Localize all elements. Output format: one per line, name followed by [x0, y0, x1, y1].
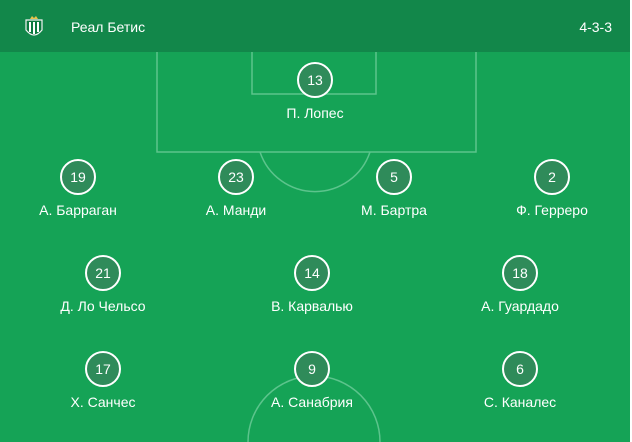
player-number: 9 [294, 351, 330, 387]
player-name: П. Лопес [286, 105, 344, 121]
player-number: 13 [297, 62, 333, 98]
player-number: 17 [85, 351, 121, 387]
player-midfielder[interactable]: 18 А. Гуардадо [450, 255, 590, 314]
player-name: М. Бартра [361, 202, 427, 218]
player-number: 18 [502, 255, 538, 291]
player-number: 2 [534, 159, 570, 195]
right-edge-divider [630, 0, 632, 442]
player-defender[interactable]: 2 Ф. Герреро [482, 159, 622, 218]
player-defender[interactable]: 19 А. Барраган [8, 159, 148, 218]
player-name: В. Карвалью [271, 298, 353, 314]
player-number: 14 [294, 255, 330, 291]
formation-label: 4-3-3 [579, 19, 612, 35]
player-defender[interactable]: 5 М. Бартра [324, 159, 464, 218]
player-name: А. Барраган [39, 202, 117, 218]
player-forward[interactable]: 6 С. Каналес [450, 351, 590, 410]
player-name: А. Манди [205, 202, 267, 218]
player-forward[interactable]: 9 А. Санабрия [242, 351, 382, 410]
player-forward[interactable]: 17 Х. Санчес [33, 351, 173, 410]
player-name: Ф. Герреро [516, 202, 588, 218]
player-defender[interactable]: 23 А. Манди [166, 159, 306, 218]
player-number: 6 [502, 351, 538, 387]
player-number: 5 [376, 159, 412, 195]
player-name: А. Санабрия [271, 394, 353, 410]
player-number: 19 [60, 159, 96, 195]
player-name: С. Каналес [483, 394, 557, 410]
player-midfielder[interactable]: 21 Д. Ло Чельсо [33, 255, 173, 314]
player-name: Д. Ло Чельсо [60, 298, 146, 314]
team-header: Реал Бетис 4-3-3 [0, 0, 630, 52]
team-name: Реал Бетис [71, 19, 146, 35]
player-goalkeeper[interactable]: 13 П. Лопес [245, 62, 385, 121]
player-number: 23 [218, 159, 254, 195]
player-midfielder[interactable]: 14 В. Карвалью [242, 255, 382, 314]
player-name: А. Гуардадо [481, 298, 559, 314]
player-number: 21 [85, 255, 121, 291]
real-betis-crest-icon [22, 14, 46, 40]
player-name: Х. Санчес [70, 394, 136, 410]
